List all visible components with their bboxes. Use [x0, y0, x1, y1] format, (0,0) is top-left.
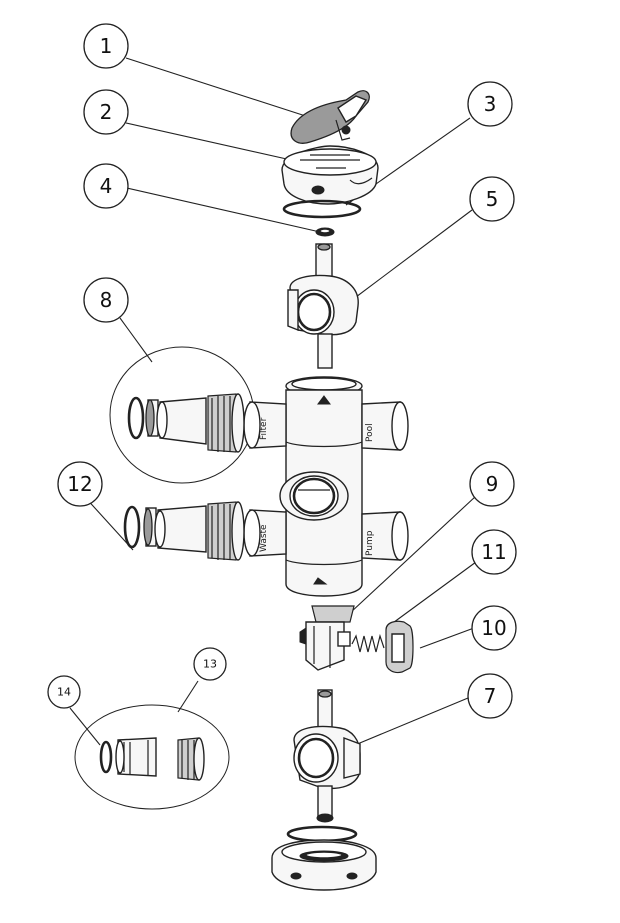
- union-fitting-part-13: [99, 737, 205, 781]
- svg-text:14: 14: [57, 686, 71, 699]
- port-label-pool: Pool: [365, 423, 375, 442]
- o-ring-part-4: [315, 227, 335, 237]
- svg-text:8: 8: [100, 288, 113, 312]
- svg-text:11: 11: [481, 540, 506, 564]
- svg-text:4: 4: [100, 174, 113, 198]
- svg-text:7: 7: [484, 684, 497, 708]
- union-fitting-part-12: [123, 501, 245, 561]
- svg-text:3: 3: [484, 92, 497, 116]
- o-ring-part-3: [282, 199, 362, 219]
- callout-8: 8: [83, 277, 129, 323]
- callout-3: 3: [467, 81, 513, 127]
- callout-1: 1: [83, 23, 129, 69]
- svg-text:12: 12: [67, 472, 92, 496]
- port-label-filter: Filter: [259, 417, 269, 440]
- callout-12: 12: [57, 461, 103, 507]
- svg-text:5: 5: [486, 187, 499, 211]
- callout-9: 9: [469, 461, 515, 507]
- callout-7: 7: [467, 673, 513, 719]
- cover-part: [281, 145, 379, 205]
- rotor-part-7: [293, 689, 361, 823]
- callout-14: 14: [47, 675, 81, 709]
- plate-part-10: [385, 620, 414, 674]
- callout-5: 5: [469, 176, 515, 222]
- rotor-part-5: [287, 243, 359, 369]
- callout-4: 4: [83, 163, 129, 209]
- svg-text:10: 10: [481, 616, 506, 640]
- callout-11: 11: [471, 529, 517, 575]
- handle-part: [290, 90, 370, 144]
- svg-text:2: 2: [100, 100, 113, 124]
- svg-text:13: 13: [203, 658, 217, 671]
- detail-bubble-13: [74, 704, 230, 810]
- spring-part-11: [351, 633, 385, 653]
- port-label-waste: Waste: [259, 524, 269, 552]
- svg-text:1: 1: [100, 34, 113, 58]
- port-label-pump: Pump: [365, 530, 375, 556]
- diverter-part-9: [299, 605, 355, 671]
- svg-text:9: 9: [486, 472, 499, 496]
- callout-10: 10: [471, 605, 517, 651]
- o-ring-part-14: [99, 740, 113, 774]
- callout-13: 13: [193, 647, 227, 681]
- valve-body: Filter Pool Waste Pump: [243, 376, 409, 597]
- callout-2: 2: [83, 89, 129, 135]
- union-fitting-part-8: [127, 393, 245, 453]
- base-part: [271, 825, 377, 891]
